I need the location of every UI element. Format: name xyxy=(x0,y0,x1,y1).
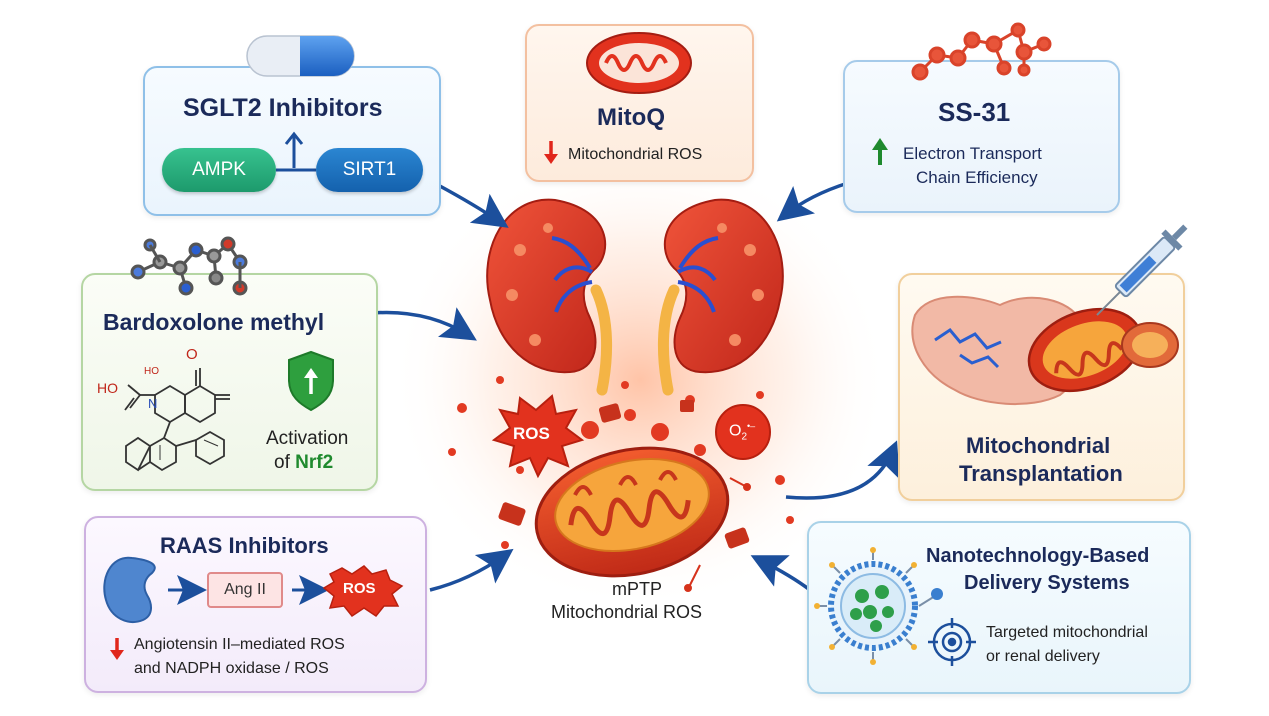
nano-title-1: Nanotechnology-Based xyxy=(926,545,1150,567)
left-kidney-icon xyxy=(486,198,613,396)
structure-o-label: O xyxy=(186,346,198,363)
superoxide-icon xyxy=(715,404,771,460)
ss31-line1: Electron Transport xyxy=(903,144,1042,163)
mitoq-title: MitoQ xyxy=(597,104,665,131)
activation-label: Activation xyxy=(266,428,349,449)
nrf2-emphasis: Nrf2 xyxy=(295,452,334,473)
ros-burst-icon xyxy=(491,394,585,479)
ros-molecule-icons xyxy=(684,477,751,592)
sglt2-title: SGLT2 Inhibitors xyxy=(183,94,383,122)
transplantation-title-2: Transplantation xyxy=(959,461,1123,486)
nano-line2: or renal delivery xyxy=(986,648,1100,665)
ss31-panel xyxy=(843,60,1120,213)
connector-arrows xyxy=(354,181,900,592)
nano-title-2: Delivery Systems xyxy=(964,572,1130,594)
mptp-label: mPTP xyxy=(612,579,663,599)
sirt1-pill: SIRT1 xyxy=(316,148,423,192)
central-mitochondrion-icon xyxy=(534,446,730,578)
nano-line1: Targeted mitochondrial xyxy=(986,624,1148,641)
superoxide-label: O2•– xyxy=(729,421,755,443)
nrf2-label: of Nrf2 xyxy=(274,452,333,474)
raas-ros-label: ROS xyxy=(343,580,376,597)
ss31-title: SS-31 xyxy=(938,97,1011,127)
ss31-line2: Chain Efficiency xyxy=(916,168,1038,187)
ang-ii-box: Ang II xyxy=(207,572,283,608)
mitoq-effect: Mitochondrial ROS xyxy=(568,146,703,163)
nrf2-prefix: of xyxy=(274,452,296,473)
structure-ho-label: HO xyxy=(144,366,159,377)
mitochondrial-ros-label: Mitochondrial ROS xyxy=(551,602,703,622)
structure-hoc-label: HO xyxy=(97,380,118,396)
raas-title: RAAS Inhibitors xyxy=(160,533,329,558)
ampk-pill: AMPK xyxy=(162,148,276,192)
right-kidney-icon xyxy=(657,198,784,396)
raas-line1: Angiotensin II–mediated ROS xyxy=(134,636,345,653)
superoxide-o: O xyxy=(729,422,742,440)
raas-line2: and NADPH oxidase / ROS xyxy=(134,660,329,677)
transplantation-title-1: Mitochondrial xyxy=(966,433,1111,458)
bardoxolone-panel xyxy=(81,273,378,491)
superoxide-sup: •– xyxy=(747,421,756,431)
superoxide-sub: 2 xyxy=(741,431,748,443)
sglt2-inhibitors-panel xyxy=(143,66,441,216)
center-ros-label: ROS xyxy=(513,424,550,443)
structure-n-label: N xyxy=(148,396,158,411)
bardoxolone-title: Bardoxolone methyl xyxy=(103,309,325,335)
